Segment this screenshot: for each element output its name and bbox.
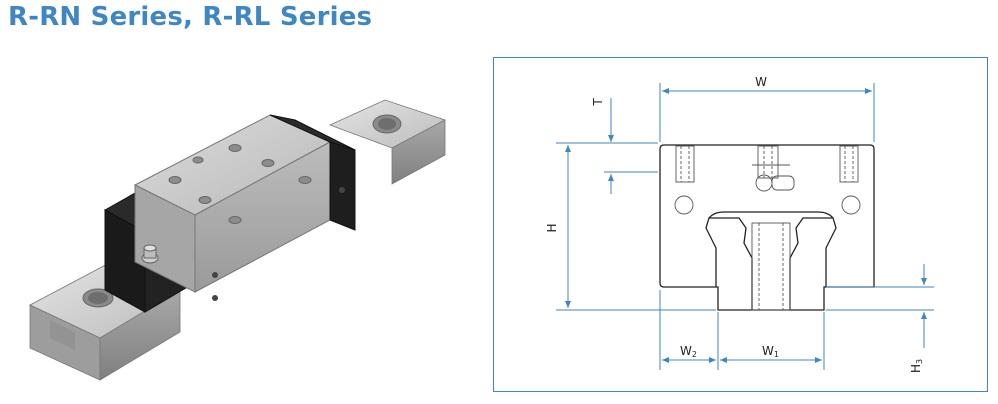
technical-drawing-frame: W H T W2 W1 H3 <box>493 57 988 392</box>
rail-back <box>328 99 447 185</box>
dim-label-w: W <box>755 75 767 89</box>
dim-label-h3: H3 <box>909 359 924 373</box>
dim-label-h: H <box>545 223 559 232</box>
dim-label-w1: W1 <box>762 344 779 359</box>
dim-label-t: T <box>591 98 605 107</box>
dim-label-w2: W2 <box>680 344 697 359</box>
dimension-drawing: W H T W2 W1 H3 <box>545 75 934 373</box>
page-title: R-RN Series, R-RL Series <box>8 2 373 32</box>
block-details <box>674 145 861 311</box>
block-outline <box>659 144 875 311</box>
linear-guide-render <box>29 99 447 381</box>
dimension-lines <box>556 83 934 370</box>
carriage-block <box>103 114 356 313</box>
